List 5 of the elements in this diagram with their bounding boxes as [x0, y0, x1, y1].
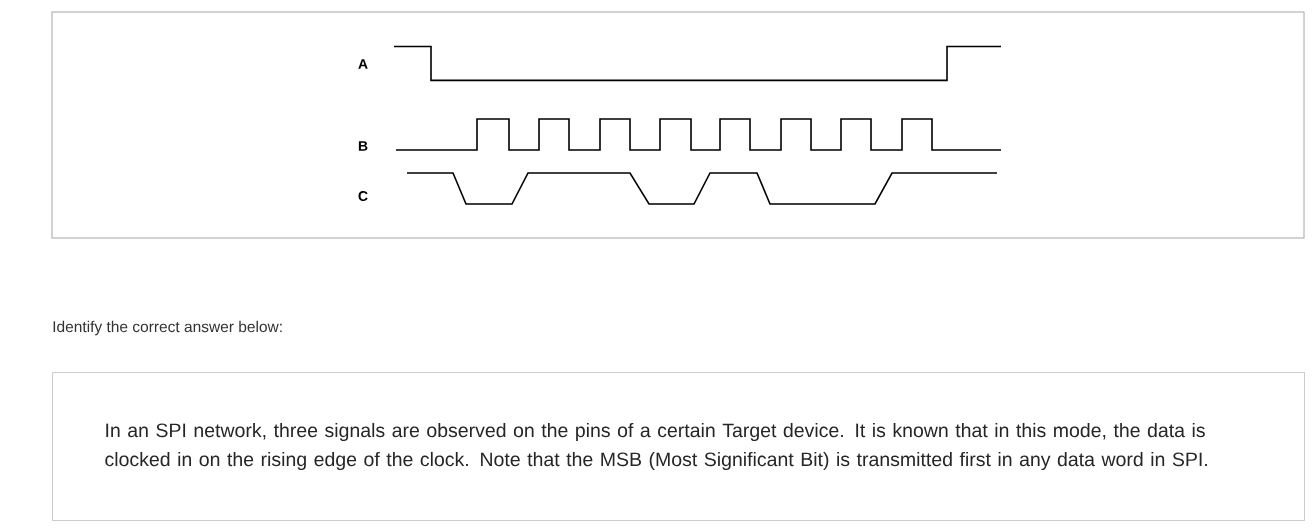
signal-name: A [358, 59, 368, 69]
signal-name: C [358, 191, 368, 201]
answer-box: In an SPI network, three signals are observed on the pins of a certain Target device. It is known that in this mode, the data is clocked in on the rising edge of the clock. Note that the MSB (Most Significant Bit) is transmitted first in any data word in SPI. [52, 372, 1305, 521]
signal-name: B [358, 141, 368, 151]
prompt-text: Identify the correct answer below: [53, 320, 282, 336]
